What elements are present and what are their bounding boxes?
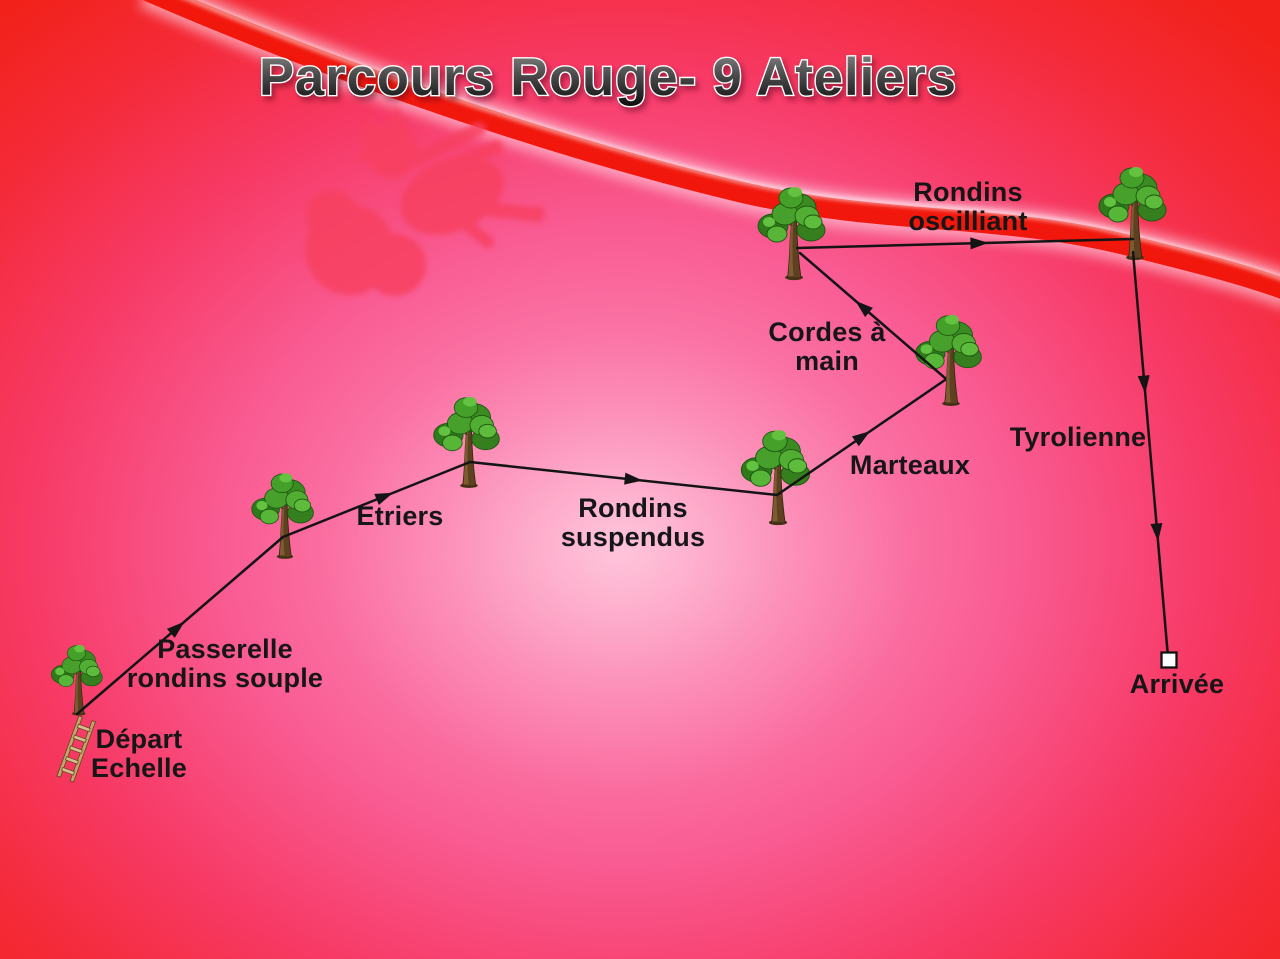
route-segment — [1131, 250, 1170, 659]
tree-layer — [50, 165, 1168, 717]
route-segment — [795, 237, 1135, 250]
route-segment — [798, 251, 947, 380]
route-layer — [75, 237, 1178, 716]
zipline-band-highlight — [185, 0, 1280, 281]
course-title: Parcours Rouge- 9 Ateliers — [259, 48, 957, 107]
finish-square — [1160, 651, 1178, 669]
route-segment — [281, 460, 472, 539]
route-arrow — [970, 237, 989, 250]
route-arrow — [624, 472, 643, 485]
route-arrow — [166, 621, 185, 638]
start-ladder-icon — [56, 715, 96, 783]
squirrel-mascot — [305, 106, 545, 296]
route-arrow — [1150, 522, 1163, 542]
course-tree — [50, 643, 104, 717]
route-arrow — [855, 300, 873, 318]
course-tree — [250, 472, 315, 561]
route-segment — [468, 460, 779, 497]
route-arrow — [374, 492, 394, 506]
course-tree — [739, 428, 811, 527]
course-tree — [432, 395, 501, 490]
zipline-band — [142, 0, 1280, 299]
route-arrow — [1137, 375, 1150, 394]
route-arrow — [852, 431, 871, 447]
